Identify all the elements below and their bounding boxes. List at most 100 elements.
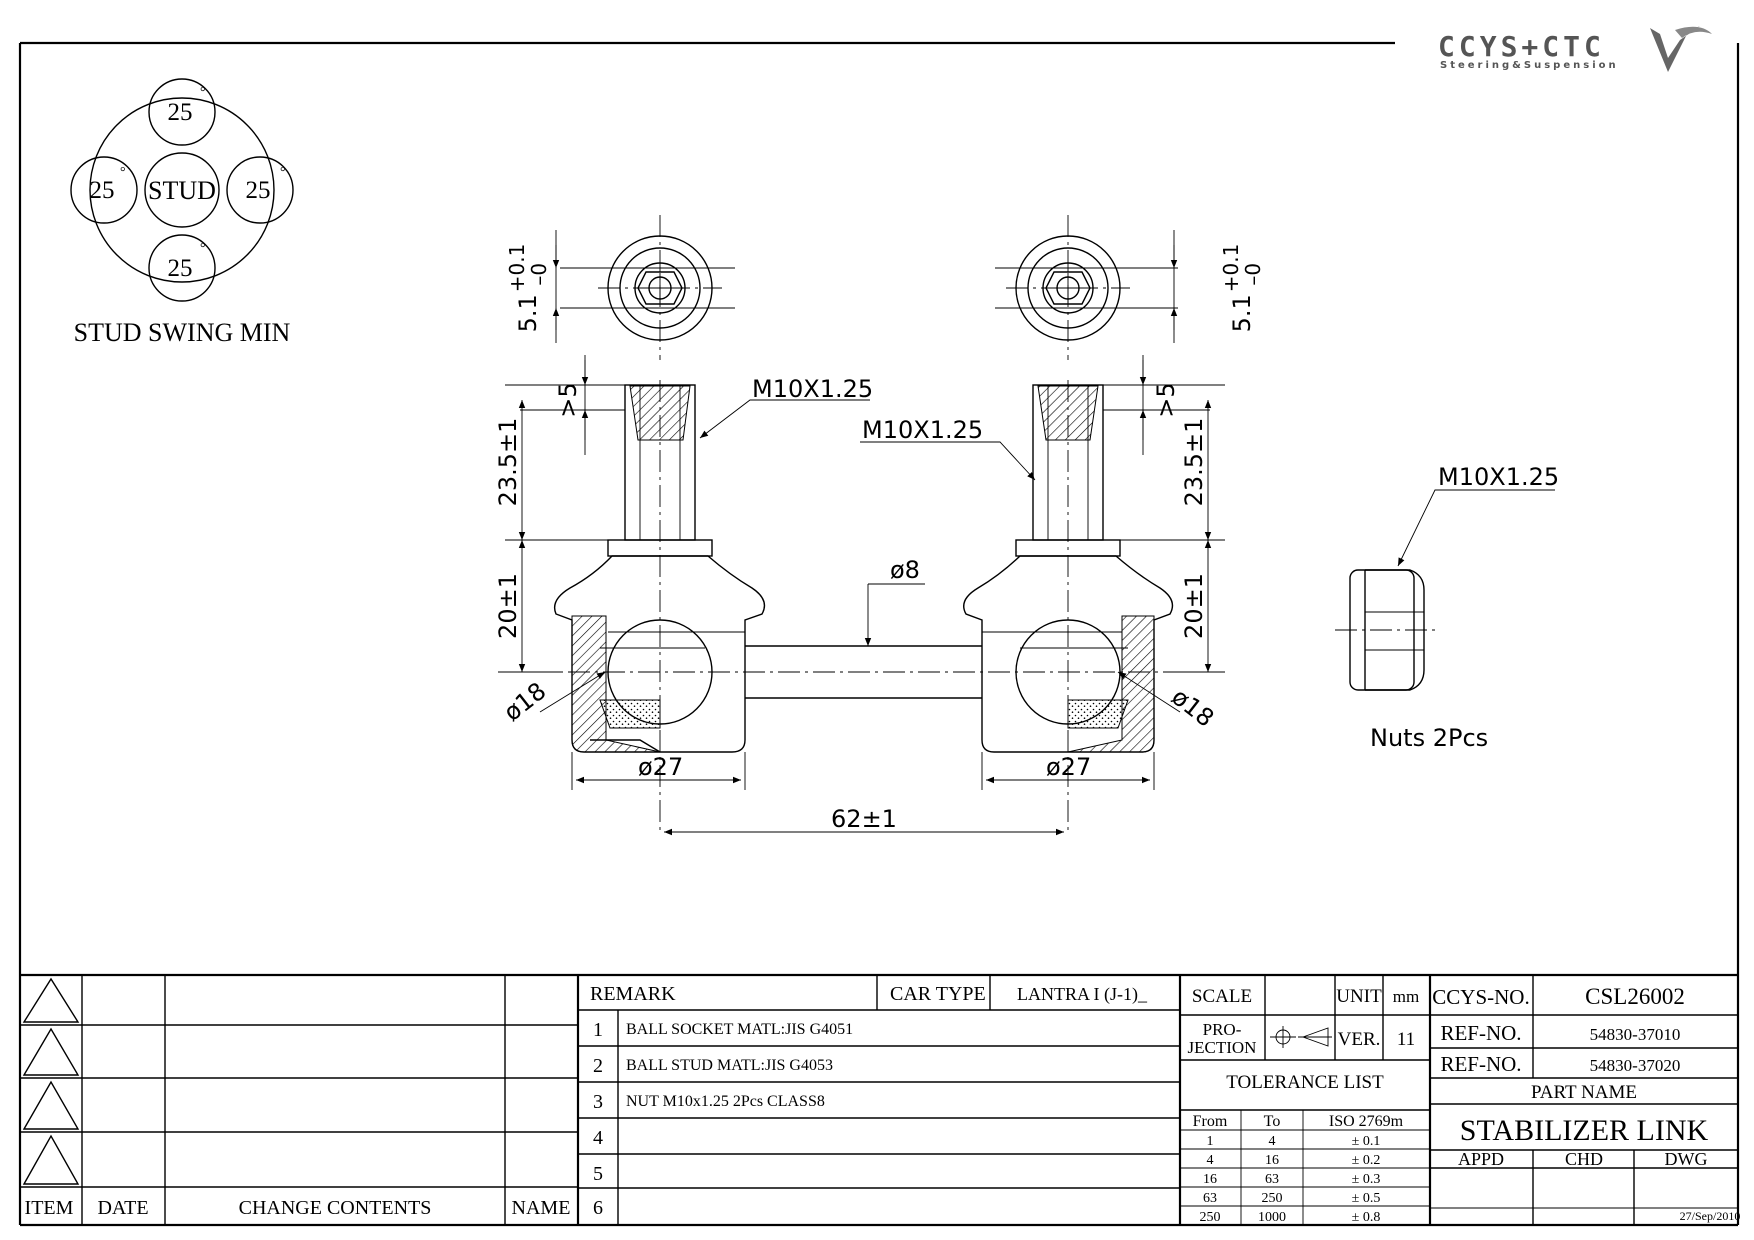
- tol-to: 63: [1265, 1172, 1279, 1187]
- centerlines: [498, 215, 1205, 835]
- thread-label-nut: M10X1.25: [1438, 463, 1559, 491]
- ball-height-right: 20±1: [1180, 573, 1208, 639]
- rev-change-header: CHANGE CONTENTS: [239, 1197, 432, 1219]
- thread-label-left: M10X1.25: [752, 375, 873, 403]
- projection-label-1: PRO-: [1203, 1020, 1242, 1039]
- min-thread-left: >5: [554, 382, 582, 417]
- tol-value: ± 0.3: [1352, 1172, 1381, 1187]
- ver-value: 11: [1397, 1029, 1415, 1050]
- unit-label: UNIT: [1336, 986, 1382, 1007]
- right-ball-joint: [963, 384, 1174, 753]
- rev-name-header: NAME: [512, 1197, 571, 1219]
- tol-to: 16: [1265, 1153, 1279, 1168]
- projection-label-2: JECTION: [1188, 1038, 1257, 1057]
- hex-flat-dim-right: 5.1+0.1–0: [1219, 244, 1265, 333]
- car-type-label: CAR TYPE: [890, 983, 986, 1005]
- tolerance-rows: 1 4 ± 0.1 4 16 ± 0.2 16 63 ± 0.3 63 250 …: [1200, 1134, 1381, 1225]
- tol-value: ± 0.2: [1352, 1153, 1381, 1168]
- tol-from: 63: [1203, 1191, 1217, 1206]
- ball-height-left: 20±1: [494, 573, 522, 639]
- top-view-right: [995, 230, 1178, 343]
- rev-date-header: DATE: [97, 1197, 148, 1219]
- tol-from: 16: [1203, 1172, 1217, 1187]
- stud-swing-diagram: STUD 25 25 25 25 ° ° ° ° STUD SWING MIN: [70, 78, 294, 347]
- tol-from-header: From: [1193, 1113, 1228, 1130]
- ref2-label: REF-NO.: [1440, 1052, 1521, 1076]
- tol-value: ± 0.8: [1352, 1210, 1381, 1225]
- tol-to: 4: [1269, 1134, 1276, 1149]
- thread-label-center: M10X1.25: [862, 416, 983, 444]
- svg-text:5.1+0.1–0: 5.1+0.1–0: [505, 244, 551, 333]
- nut-drawing: [1335, 569, 1440, 691]
- center-distance: 62±1: [831, 805, 897, 833]
- angle-left: 25: [90, 177, 115, 204]
- tol-from: 4: [1207, 1153, 1214, 1168]
- appd-label: APPD: [1458, 1149, 1504, 1169]
- tol-from: 250: [1200, 1210, 1221, 1225]
- tol-to: 250: [1262, 1191, 1283, 1206]
- tol-to-header: To: [1264, 1113, 1281, 1130]
- ball-dia-right: ø18: [1166, 683, 1219, 733]
- tolerance-title: TOLERANCE LIST: [1226, 1072, 1384, 1093]
- angle-bottom: 25: [168, 255, 193, 282]
- logo-brand: CCYS+CTC: [1438, 30, 1605, 63]
- ref1-label: REF-NO.: [1440, 1021, 1521, 1045]
- title-block: ITEM DATE CHANGE CONTENTS NAME REMARK CA…: [20, 973, 1741, 1225]
- rev-item-header: ITEM: [25, 1197, 74, 1219]
- remark-label: REMARK: [590, 983, 676, 1005]
- part-name: STABILIZER LINK: [1460, 1114, 1709, 1147]
- drawing-date: 27/Sep/2010: [1680, 1209, 1741, 1223]
- logo-swoosh-icon: [1650, 26, 1700, 72]
- angle-right: 25: [246, 177, 271, 204]
- tol-value: ± 0.1: [1352, 1134, 1381, 1149]
- chd-label: CHD: [1565, 1149, 1603, 1169]
- ccys-value: CSL26002: [1585, 984, 1685, 1009]
- remark-row-no: 6: [593, 1197, 603, 1219]
- remark-row-text: BALL STUD MATL:JIS G4053: [626, 1057, 833, 1074]
- angle-top: 25: [168, 99, 193, 126]
- ref1-value: 54830-37010: [1590, 1025, 1681, 1044]
- housing-dia-right: ø27: [1046, 753, 1091, 781]
- remark-rows: 1 BALL SOCKET MATL:JIS G4051 2 BALL STUD…: [593, 1019, 853, 1219]
- remark-row-no: 2: [593, 1055, 603, 1077]
- tol-from: 1: [1207, 1134, 1214, 1149]
- tol-value: ± 0.5: [1352, 1191, 1381, 1206]
- rod-dia-label: ø8: [890, 556, 920, 584]
- left-ball-joint: [553, 384, 766, 753]
- remark-row-text: NUT M10x1.25 2Pcs CLASS8: [626, 1093, 825, 1110]
- stud-length-left: 23.5±1: [494, 418, 522, 507]
- top-view-left: [552, 230, 735, 343]
- dwg-label: DWG: [1665, 1149, 1708, 1169]
- housing-dia-left: ø27: [638, 753, 683, 781]
- tol-to: 1000: [1258, 1210, 1286, 1225]
- degree-mark: °: [120, 165, 126, 180]
- unit-value: mm: [1393, 987, 1419, 1006]
- degree-mark: °: [200, 85, 206, 100]
- projection-symbol-icon: [1270, 1026, 1332, 1048]
- car-type-value: LANTRA I (J-1)_: [1017, 984, 1148, 1005]
- ver-label: VER.: [1338, 1029, 1381, 1050]
- remark-row-no: 5: [593, 1163, 603, 1185]
- tol-iso-header: ISO 2769m: [1329, 1113, 1404, 1130]
- nuts-caption: Nuts 2Pcs: [1370, 724, 1488, 752]
- svg-text:5.1+0.1–0: 5.1+0.1–0: [1219, 244, 1265, 333]
- degree-mark: °: [200, 241, 206, 256]
- ccys-label: CCYS-NO.: [1432, 985, 1529, 1009]
- stud-label: STUD: [148, 176, 216, 205]
- ball-dia-left: ø18: [498, 677, 551, 727]
- scale-label: SCALE: [1192, 986, 1252, 1007]
- remark-row-text: BALL SOCKET MATL:JIS G4051: [626, 1021, 853, 1038]
- company-logo: CCYS+CTC Steering&Suspension: [1438, 26, 1712, 72]
- logo-tagline: Steering&Suspension: [1440, 60, 1619, 71]
- remark-row-no: 1: [593, 1019, 603, 1041]
- hex-flat-dim-left: 5.1+0.1–0: [505, 244, 551, 333]
- degree-mark: °: [280, 165, 286, 180]
- dimension-lines: [505, 355, 1555, 836]
- dimension-texts: M10X1.25 M10X1.25 M10X1.25 ø8 ø27 ø27 62…: [494, 375, 1559, 833]
- part-name-label: PART NAME: [1531, 1082, 1637, 1103]
- swing-caption: STUD SWING MIN: [74, 318, 291, 347]
- remark-row-no: 4: [593, 1127, 603, 1149]
- min-thread-right: >5: [1152, 382, 1180, 417]
- sheet-border: [18, 41, 1740, 1227]
